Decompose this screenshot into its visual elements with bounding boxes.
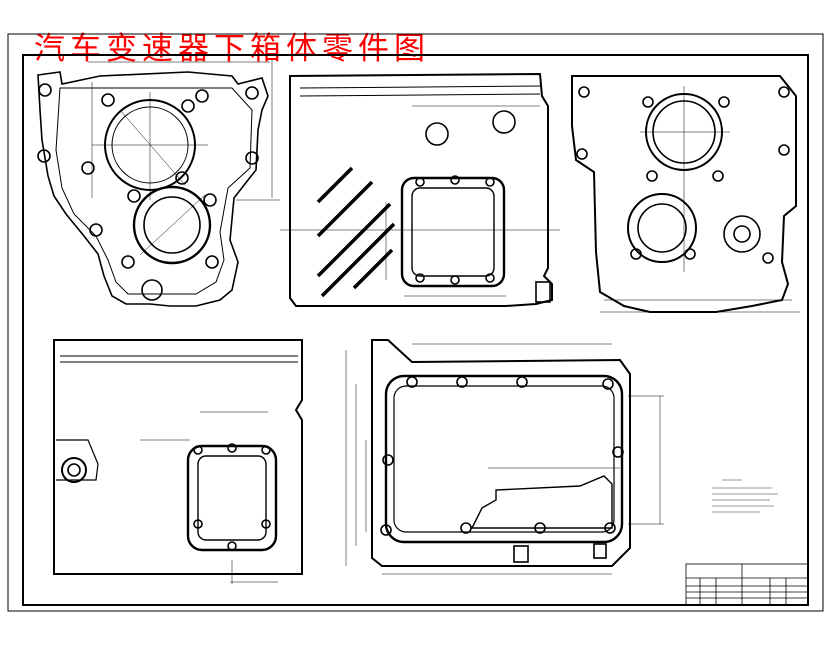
side-view-ribs bbox=[316, 166, 396, 298]
side-view bbox=[289, 72, 553, 307]
drawing-title: 汽车变速器下箱体零件图 bbox=[34, 31, 430, 67]
title-block bbox=[685, 563, 809, 606]
section-view-left-dimensions bbox=[140, 411, 278, 584]
front-view bbox=[37, 71, 269, 307]
outer-border bbox=[7, 33, 824, 612]
side-view-dimensions bbox=[280, 105, 560, 297]
technical-notes bbox=[712, 479, 778, 513]
section-view-left bbox=[53, 339, 303, 575]
front-view-dimensions bbox=[88, 60, 280, 256]
bottom-view bbox=[371, 339, 631, 567]
bottom-view-dimensions bbox=[345, 343, 664, 575]
inner-frame bbox=[22, 54, 809, 606]
rear-view-dimensions bbox=[600, 86, 800, 313]
